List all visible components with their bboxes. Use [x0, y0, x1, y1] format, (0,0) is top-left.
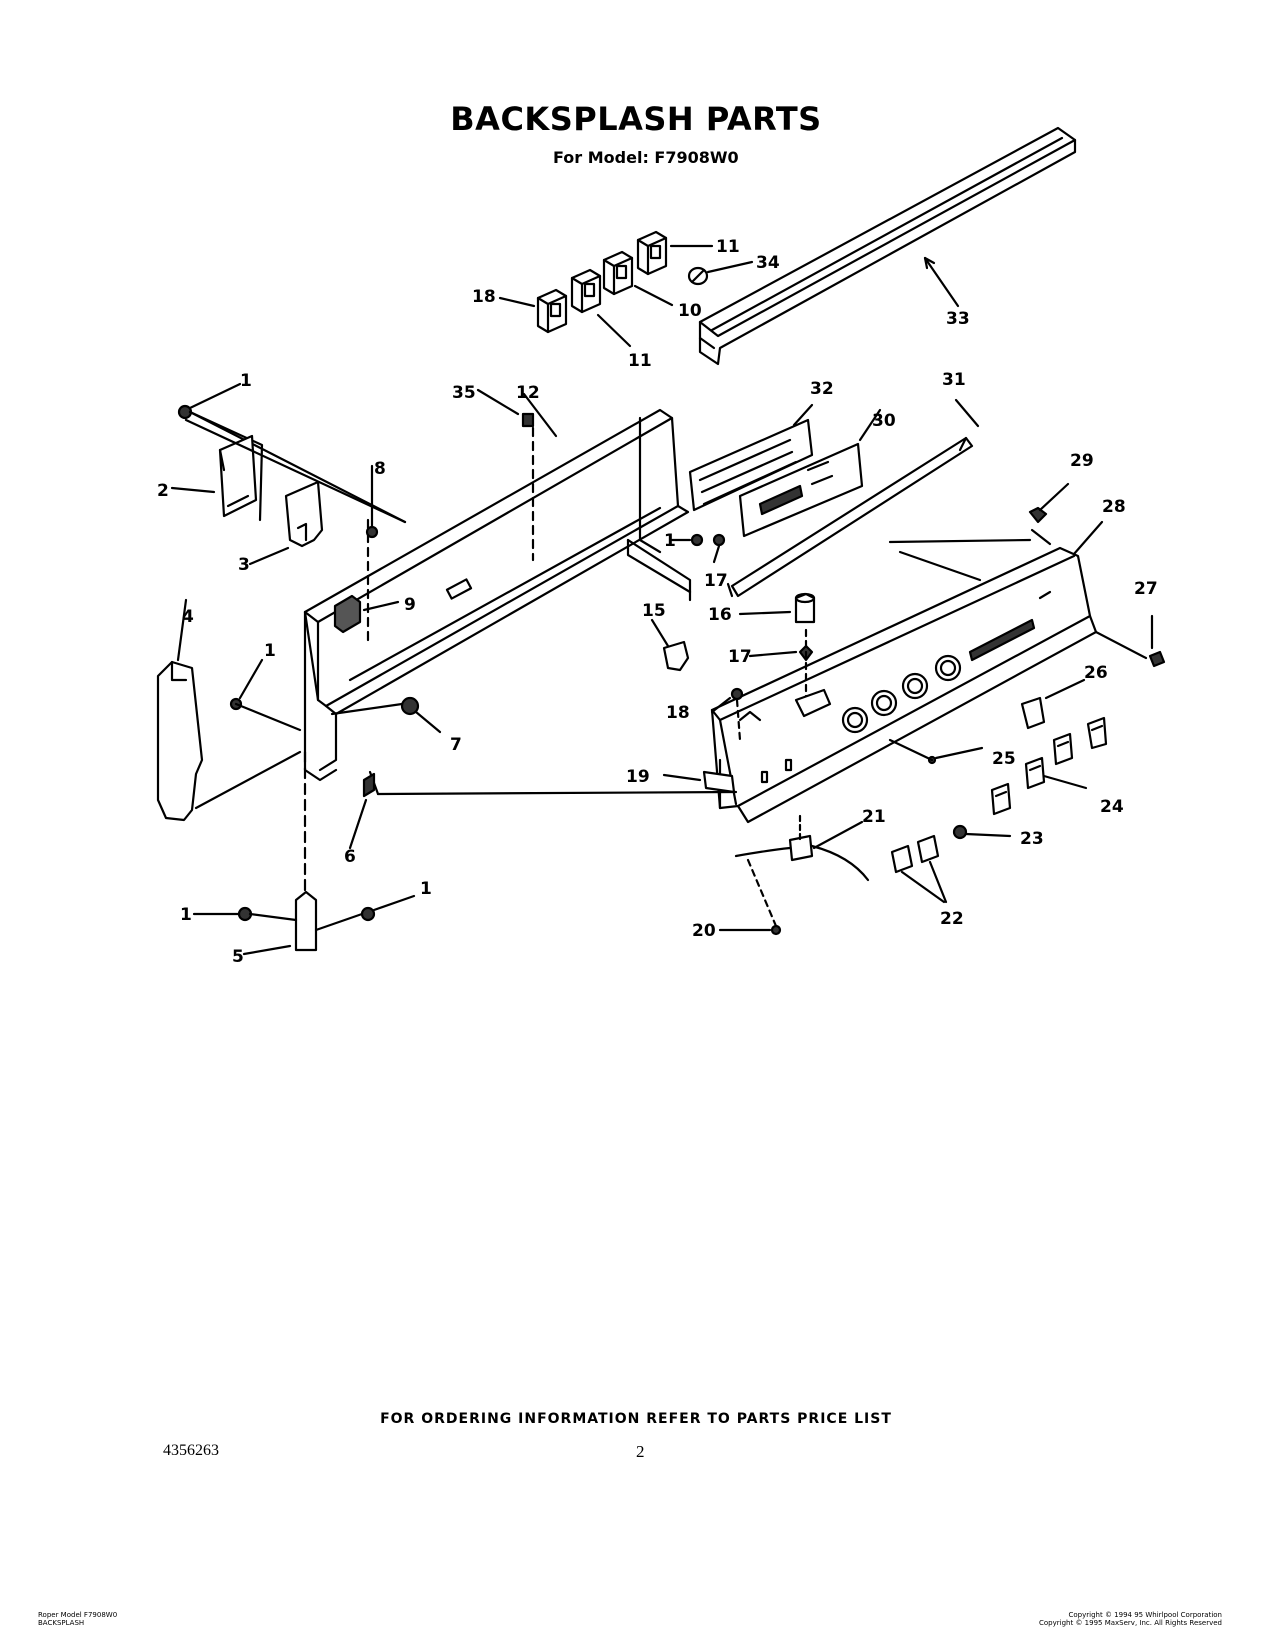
- label-2: 2: [157, 481, 169, 501]
- part-33-trim: [698, 126, 1077, 366]
- label-1d: 1: [180, 905, 192, 925]
- label-1e: 1: [420, 879, 432, 899]
- exploded-parts-diagram: 11 34 18 10 11 33 1 35 12 32 31 30 2 8 2…: [156, 126, 1166, 967]
- label-31: 31: [942, 370, 966, 390]
- label-17a: 17: [704, 571, 728, 591]
- label-30: 30: [872, 411, 896, 431]
- label-11b: 11: [628, 351, 652, 371]
- label-1a: 1: [240, 371, 252, 391]
- label-35: 35: [452, 383, 476, 403]
- part-12-panel: [303, 408, 692, 782]
- model-prefix: For Model:: [553, 148, 649, 167]
- label-3: 3: [238, 555, 250, 575]
- model-subtitle: For Model: F7908W0: [553, 148, 739, 167]
- label-8: 8: [374, 459, 386, 479]
- label-6: 6: [344, 847, 356, 867]
- label-10: 10: [678, 301, 702, 321]
- copyright-line-2: Copyright © 1995 MaxServ, Inc. All Right…: [1039, 1619, 1222, 1627]
- label-1b: 1: [664, 531, 676, 551]
- label-5: 5: [232, 947, 244, 967]
- label-26: 26: [1084, 663, 1108, 683]
- label-15: 15: [642, 601, 666, 621]
- label-20: 20: [692, 921, 716, 941]
- label-25: 25: [992, 749, 1016, 769]
- part-labels: 11 34 18 10 11 33 1 35 12 32 31 30 2 8 2…: [157, 237, 1158, 967]
- part-32-30-inserts: [688, 418, 864, 538]
- label-17b: 17: [728, 647, 752, 667]
- footer-left-line-2: BACKSPLASH: [38, 1619, 85, 1627]
- label-28: 28: [1102, 497, 1126, 517]
- label-32: 32: [810, 379, 834, 399]
- label-12: 12: [516, 383, 540, 403]
- footer-left: Roper Model F7908W0 BACKSPLASH: [38, 1611, 117, 1627]
- label-33: 33: [946, 309, 970, 329]
- label-1c: 1: [264, 641, 276, 661]
- model-number: F7908W0: [654, 148, 739, 167]
- label-4: 4: [182, 607, 194, 627]
- footer-left-line-1: Roper Model F7908W0: [38, 1611, 118, 1619]
- page-title: BACKSPLASH PARTS: [450, 100, 822, 138]
- label-29: 29: [1070, 451, 1094, 471]
- label-18a: 18: [472, 287, 496, 307]
- part-31-tube: [726, 436, 974, 598]
- switch-blocks: [536, 230, 709, 334]
- ordering-info: FOR ORDERING INFORMATION REFER TO PARTS …: [380, 1411, 892, 1427]
- label-11a: 11: [716, 237, 740, 257]
- label-24: 24: [1100, 797, 1124, 817]
- page-number: 2: [636, 1442, 645, 1461]
- copyright-line-1: Copyright © 1994 95 Whirlpool Corporatio…: [1068, 1611, 1222, 1619]
- label-22: 22: [940, 909, 964, 929]
- label-7: 7: [450, 735, 462, 755]
- label-9: 9: [404, 595, 416, 615]
- label-19: 19: [626, 767, 650, 787]
- label-23: 23: [1020, 829, 1044, 849]
- label-18b: 18: [666, 703, 690, 723]
- footer-right: Copyright © 1994 95 Whirlpool Corporatio…: [1039, 1611, 1222, 1627]
- label-34: 34: [756, 253, 780, 273]
- label-27: 27: [1134, 579, 1158, 599]
- label-21: 21: [862, 807, 886, 827]
- document-number: 4356263: [163, 1442, 219, 1459]
- label-16: 16: [708, 605, 732, 625]
- part-28-control-panel: [710, 546, 1098, 824]
